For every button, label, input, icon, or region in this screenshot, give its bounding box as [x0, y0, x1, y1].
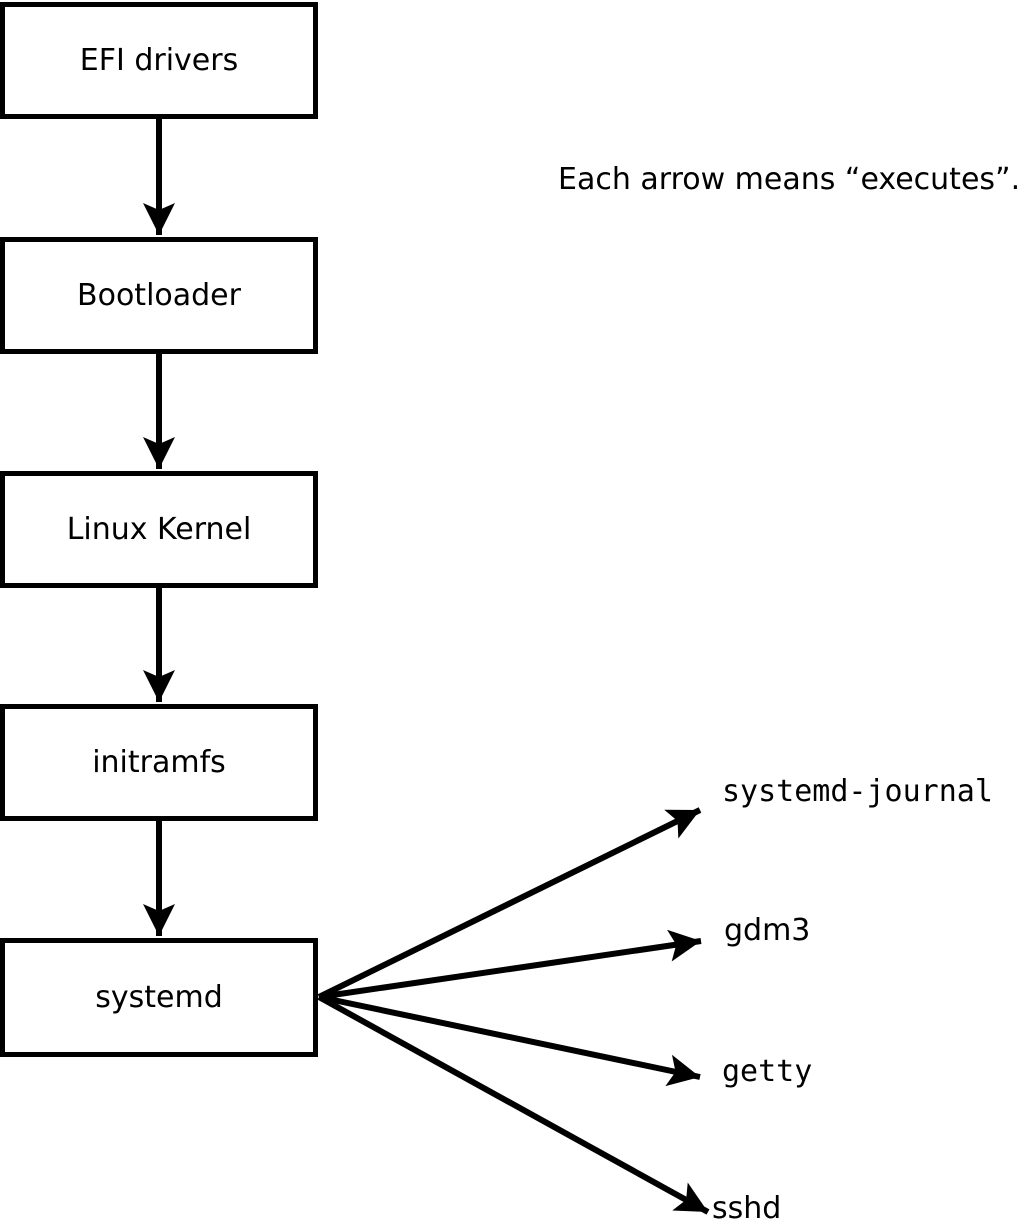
node-efi-drivers: EFI drivers: [0, 2, 318, 119]
node-systemd-label: systemd: [95, 979, 223, 1015]
arrow-systemd-to-gdm3: [318, 929, 702, 1000]
node-initramfs: initramfs: [0, 704, 318, 821]
target-label-gdm3: gdm3: [724, 913, 811, 948]
node-systemd: systemd: [0, 938, 318, 1057]
node-initramfs-label: initramfs: [92, 744, 226, 780]
arrow-systemd-to-systemd-journal: [317, 807, 702, 1000]
node-efi-drivers-label: EFI drivers: [79, 42, 239, 78]
node-linux-kernel: Linux Kernel: [0, 471, 318, 588]
arrow-systemd-to-getty: [318, 994, 701, 1087]
arrow-systemd-to-sshd: [317, 994, 710, 1215]
node-linux-kernel-label: Linux Kernel: [66, 511, 252, 547]
node-bootloader-label: Bootloader: [77, 277, 241, 313]
target-label-getty: getty: [722, 1054, 813, 1089]
legend-note: Each arrow means “executes”.: [558, 162, 1021, 197]
target-label-systemd-journal: systemd-journal: [722, 774, 993, 809]
target-label-sshd: sshd: [712, 1191, 782, 1226]
node-bootloader: Bootloader: [0, 237, 318, 354]
